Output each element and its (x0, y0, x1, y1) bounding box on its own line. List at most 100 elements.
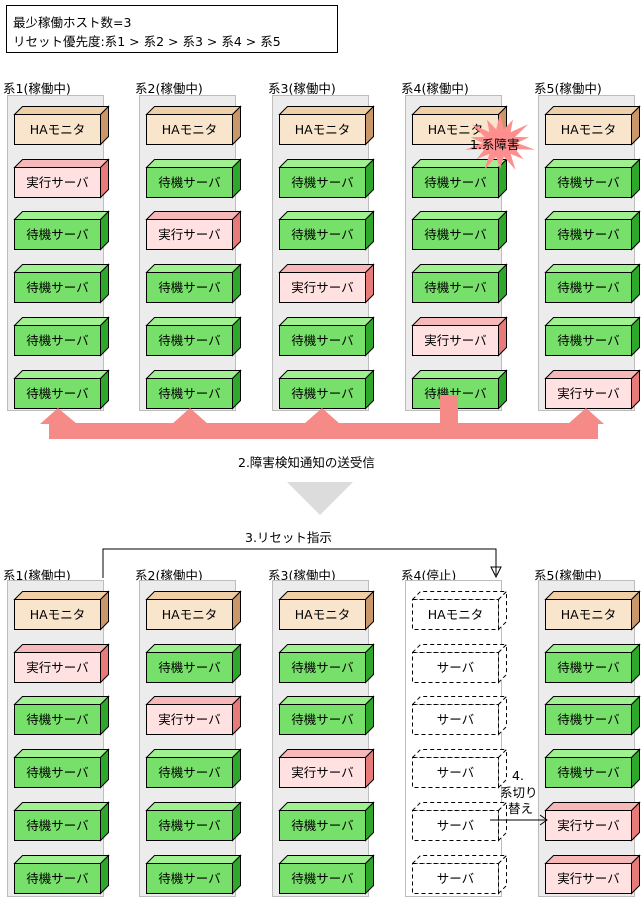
standby-label: 待機サーバ (291, 818, 353, 833)
standby-block: 待機サーバ (13, 316, 110, 357)
standby-block: 待機サーバ (411, 210, 508, 252)
condition-note: 最少稼働ホスト数=3 リセット優先度:系1 > 系2 > 系3 > 系4 > 系… (6, 5, 338, 53)
standby-block: 待機サーバ (13, 801, 110, 842)
standby-block: 待機サーバ (145, 157, 242, 199)
standby-label: 待機サーバ (26, 386, 88, 401)
system-title: 系5(稼働中) (534, 568, 602, 583)
monitor-label: HAモニタ (30, 122, 85, 137)
standby-block: 待機サーバ (544, 695, 641, 737)
standby-label: 待機サーバ (158, 280, 220, 295)
active-block: 実行サーバ (13, 157, 110, 199)
server-label: サーバ (437, 660, 474, 675)
standby-block: 待機サーバ (278, 210, 375, 252)
reset-priority-text: リセット優先度:系1 > 系2 > 系3 > 系4 > 系5 (13, 34, 281, 49)
system-title: 系1(稼働中) (3, 81, 71, 96)
standby-label: 待機サーバ (291, 175, 353, 190)
standby-label: 待機サーバ (26, 227, 88, 242)
system-title: 系4(稼働中) (401, 81, 469, 96)
monitor-block: HAモニタ (411, 590, 508, 631)
monitor-label: HAモニタ (295, 607, 350, 622)
standby-block: 待機サーバ (411, 157, 508, 199)
active-label: 実行サーバ (26, 660, 88, 675)
standby-block: 待機サーバ (278, 642, 375, 684)
standby-block: 待機サーバ (544, 642, 641, 684)
standby-block: 待機サーバ (145, 368, 242, 410)
monitor-label: HAモニタ (561, 607, 616, 622)
standby-label: 待機サーバ (158, 818, 220, 833)
active-block: 実行サーバ (278, 748, 375, 789)
reset-arrowhead (490, 566, 502, 579)
server-block: サーバ (411, 695, 508, 737)
standby-label: 待機サーバ (158, 871, 220, 886)
active-label: 実行サーバ (557, 386, 619, 401)
min-host-count-text: 最少稼働ホスト数=3 (13, 15, 132, 30)
standby-block: 待機サーバ (278, 853, 375, 895)
active-block: 実行サーバ (145, 210, 242, 252)
monitor-label: HAモニタ (162, 122, 217, 137)
active-label: 実行サーバ (291, 765, 353, 780)
monitor-label: HAモニタ (162, 607, 217, 622)
standby-label: 待機サーバ (158, 386, 220, 401)
reset-label: 3.リセット指示 (245, 530, 332, 545)
standby-block: 待機サーバ (13, 263, 110, 304)
monitor-label: HAモニタ (561, 122, 616, 137)
server-block: サーバ (411, 642, 508, 684)
active-block: 実行サーバ (544, 801, 641, 842)
monitor-label: HAモニタ (295, 122, 350, 137)
standby-label: 待機サーバ (26, 818, 88, 833)
standby-label: 待機サーバ (291, 386, 353, 401)
system-panel (272, 95, 369, 411)
standby-label: 待機サーバ (424, 175, 486, 190)
active-block: 実行サーバ (411, 316, 508, 357)
standby-block: 待機サーバ (145, 642, 242, 684)
active-block: 実行サーバ (13, 642, 110, 684)
standby-label: 待機サーバ (557, 227, 619, 242)
standby-label: 待機サーバ (557, 765, 619, 780)
system-title: 系4(停止) (401, 568, 457, 583)
system-panel (7, 580, 104, 897)
system-panel (139, 95, 236, 411)
monitor-label: HAモニタ (428, 122, 483, 137)
standby-block: 待機サーバ (145, 853, 242, 895)
active-label: 実行サーバ (158, 712, 220, 727)
active-block: 実行サーバ (145, 695, 242, 737)
standby-label: 待機サーバ (557, 660, 619, 675)
reset-command-line (102, 548, 497, 578)
active-label: 実行サーバ (158, 227, 220, 242)
standby-label: 待機サーバ (557, 712, 619, 727)
standby-block: 待機サーバ (13, 853, 110, 895)
system-title: 系2(稼働中) (135, 81, 203, 96)
standby-label: 待機サーバ (557, 175, 619, 190)
standby-block: 待機サーバ (278, 695, 375, 737)
switchover-arrowhead (539, 814, 548, 826)
standby-label: 待機サーバ (424, 227, 486, 242)
standby-label: 待機サーバ (291, 871, 353, 886)
system-panel (272, 580, 369, 897)
standby-block: 待機サーバ (13, 368, 110, 410)
system-panel (538, 95, 635, 411)
standby-label: 待機サーバ (26, 280, 88, 295)
active-label: 実行サーバ (557, 818, 619, 833)
standby-block: 待機サーバ (411, 263, 508, 304)
standby-label: 待機サーバ (26, 712, 88, 727)
standby-block: 待機サーバ (145, 801, 242, 842)
monitor-block: HAモニタ (544, 105, 641, 146)
monitor-block: HAモニタ (544, 590, 641, 631)
standby-label: 待機サーバ (557, 280, 619, 295)
system-title: 系3(稼働中) (268, 81, 336, 96)
system-title: 系5(稼働中) (534, 81, 602, 96)
system-title: 系3(稼働中) (268, 568, 336, 583)
monitor-block: HAモニタ (13, 105, 110, 146)
standby-label: 待機サーバ (26, 765, 88, 780)
server-label: サーバ (437, 712, 474, 727)
active-label: 実行サーバ (557, 871, 619, 886)
standby-label: 待機サーバ (158, 175, 220, 190)
server-block: サーバ (411, 748, 508, 789)
monitor-block: HAモニタ (411, 105, 508, 146)
standby-block: 待機サーバ (544, 263, 641, 304)
monitor-block: HAモニタ (13, 590, 110, 631)
switchover-number: 4. (512, 768, 524, 783)
system-panel (405, 580, 502, 897)
active-block: 実行サーバ (278, 263, 375, 304)
